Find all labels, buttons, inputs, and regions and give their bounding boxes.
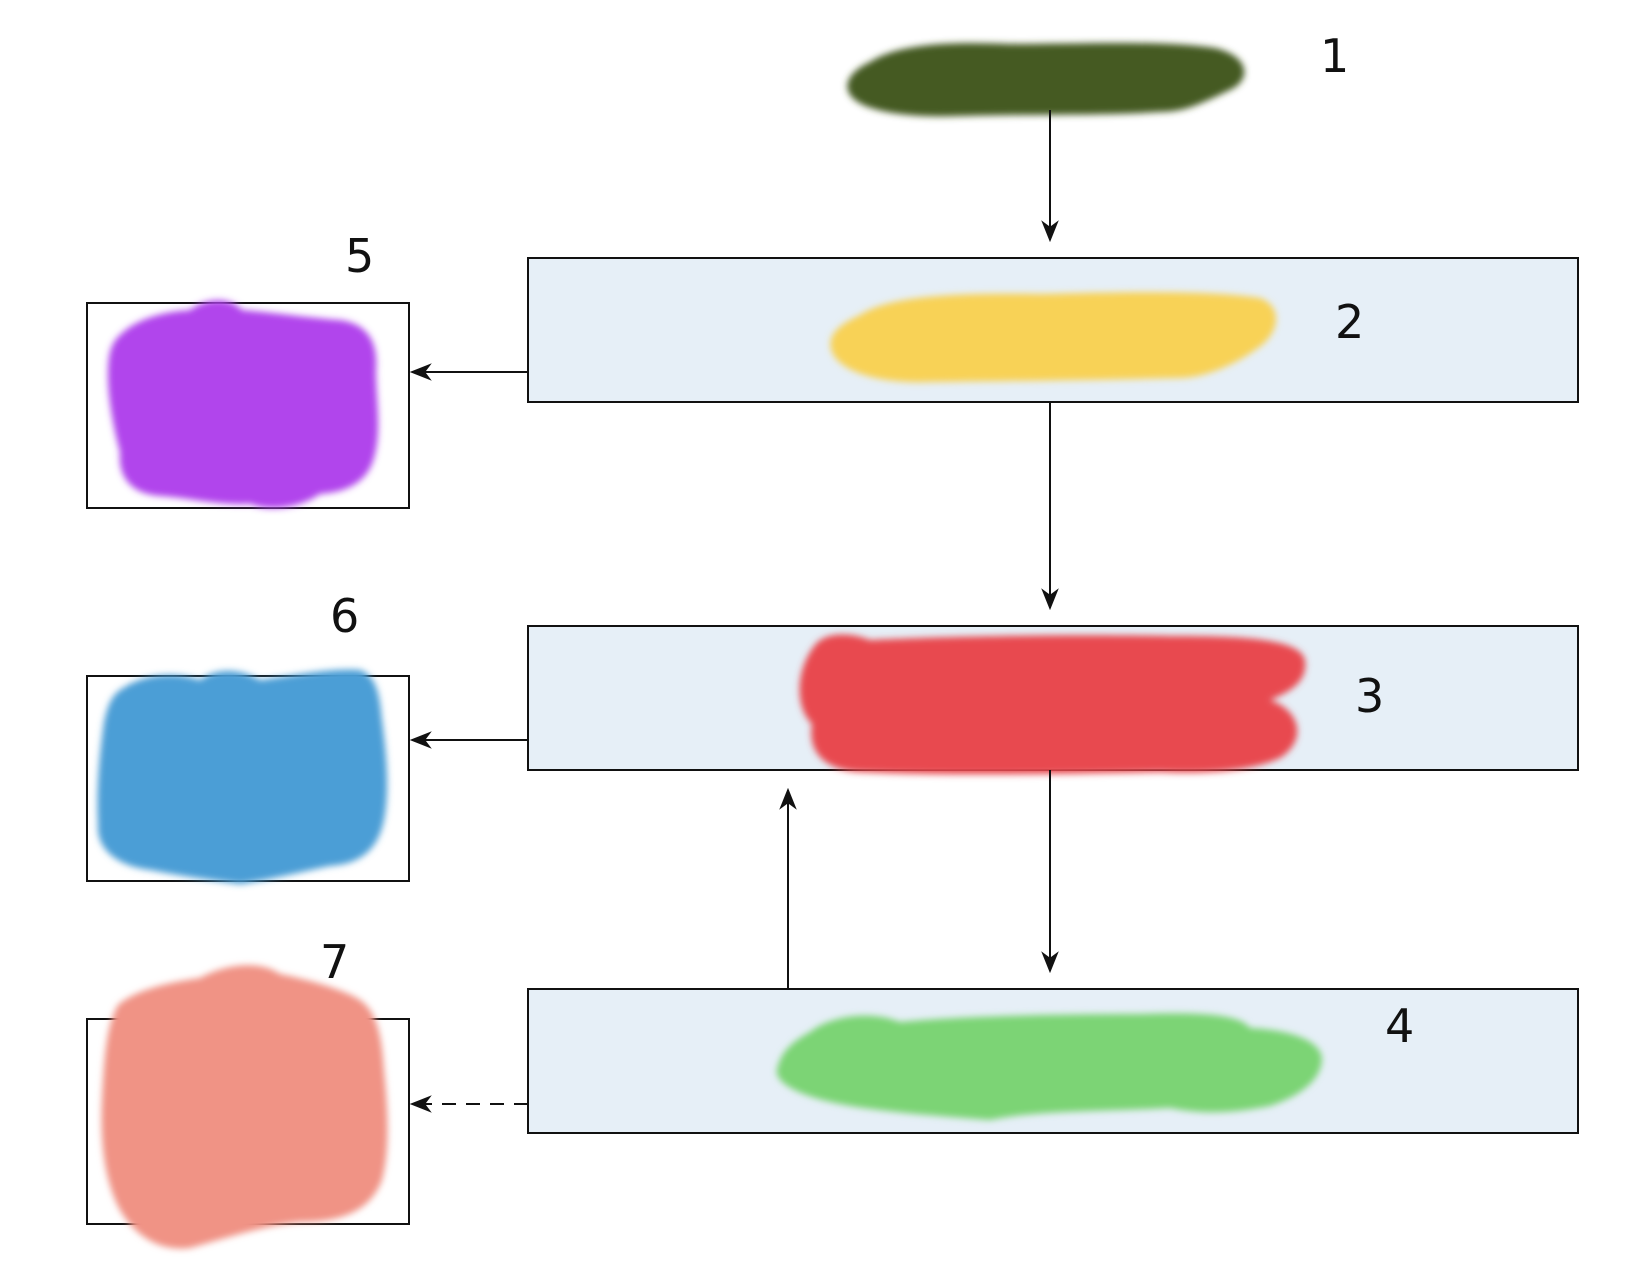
label-node-3: 3 — [1355, 669, 1384, 723]
label-node-1: 1 — [1320, 29, 1349, 83]
label-node-4: 4 — [1385, 999, 1414, 1053]
label-node-7: 7 — [320, 935, 349, 989]
redaction-node-7 — [101, 965, 388, 1249]
redaction-node-2 — [830, 292, 1276, 383]
redaction-node-6 — [97, 669, 388, 884]
redaction-node-3 — [799, 634, 1306, 775]
redaction-node-4 — [776, 1013, 1322, 1120]
label-node-6: 6 — [330, 589, 359, 643]
label-node-2: 2 — [1335, 295, 1364, 349]
redaction-node-5 — [108, 300, 379, 509]
label-node-5: 5 — [345, 229, 374, 283]
redaction-node-1 — [847, 43, 1245, 117]
